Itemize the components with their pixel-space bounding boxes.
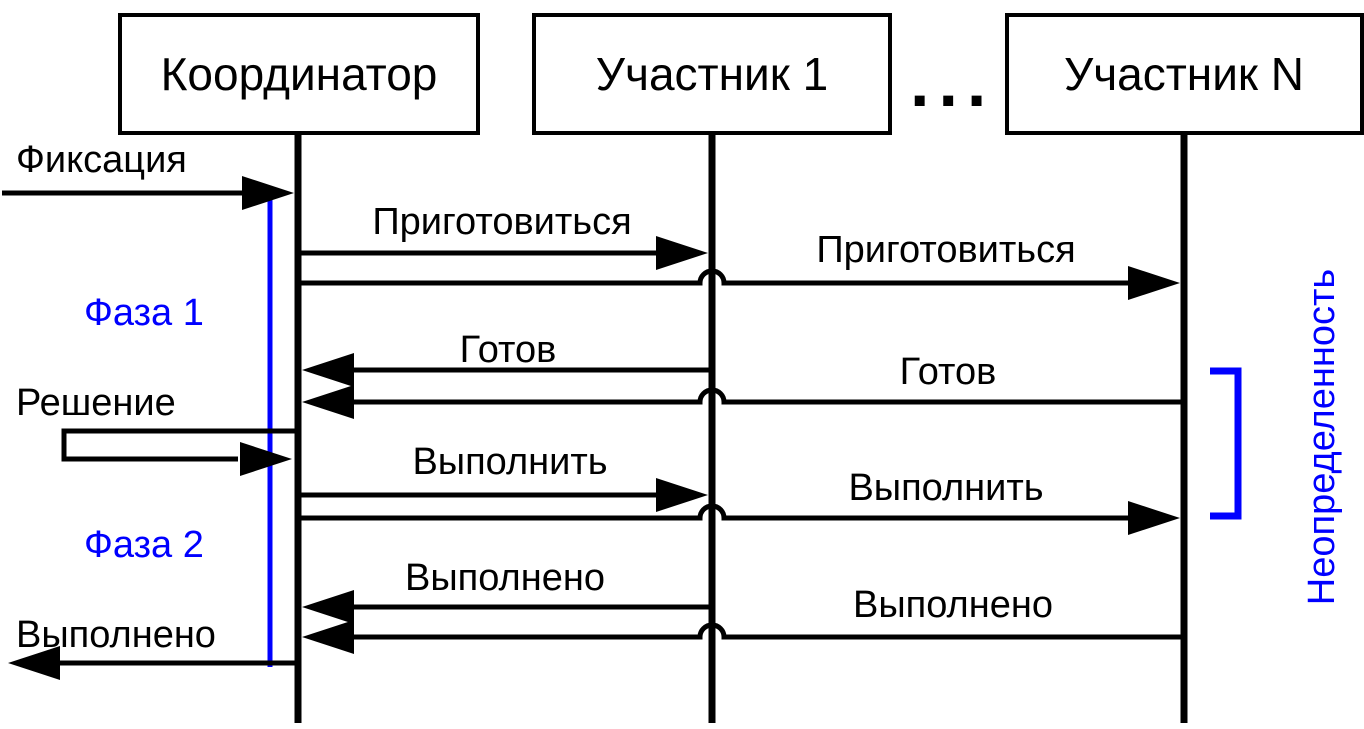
arrowhead-prepare-pn xyxy=(1128,266,1180,300)
uncertainty-bracket xyxy=(1210,367,1242,520)
label-fixation: Фиксация xyxy=(16,139,187,181)
actor-label-participant-1: Участник 1 xyxy=(596,48,828,100)
actor-box-participant-n xyxy=(1005,13,1364,135)
label-do-pn: Выполнить xyxy=(848,467,1043,509)
arrow-prepare-pn xyxy=(300,268,1134,286)
actor-label-coordinator: Координатор xyxy=(161,48,438,100)
label-prepare-p1: Приготовиться xyxy=(372,201,631,243)
label-ready-p1: Готов xyxy=(460,329,557,371)
arrowhead-prepare-p1 xyxy=(656,236,708,270)
label-ready-pn: Готов xyxy=(900,351,997,393)
arrowhead-done-out xyxy=(8,646,60,680)
arrowhead-ready-p1 xyxy=(302,353,354,387)
arrowhead-done-pn xyxy=(302,620,354,654)
arrow-done-pn xyxy=(352,622,1184,640)
label-done-p1: Выполнено xyxy=(405,557,605,599)
label-done-pn: Выполнено xyxy=(853,584,1053,626)
actor-label-participant-n: Участник N xyxy=(1064,48,1304,100)
arrowhead-decision-self xyxy=(240,442,292,476)
arrow-ready-pn xyxy=(352,387,1184,405)
arrowhead-fixation-in xyxy=(242,176,294,210)
label-decision: Решение xyxy=(16,382,176,424)
label-phase2: Фаза 2 xyxy=(84,524,204,566)
arrowhead-done-p1 xyxy=(302,590,354,624)
label-done-out: Выполнено xyxy=(16,614,216,656)
arrow-decision-self xyxy=(61,428,298,462)
ellipsis-more-participants: ... xyxy=(910,43,995,121)
arrowhead-do-p1 xyxy=(656,478,708,512)
label-uncertainty: Неопределенность xyxy=(1301,269,1343,605)
arrow-do-pn xyxy=(300,503,1134,521)
arrowhead-ready-pn xyxy=(302,385,354,419)
label-phase1: Фаза 1 xyxy=(84,292,204,334)
arrowhead-do-pn xyxy=(1128,501,1180,535)
actor-box-participant-1 xyxy=(532,13,892,135)
actor-box-coordinator xyxy=(118,13,480,135)
label-prepare-pn: Приготовиться xyxy=(816,229,1075,271)
label-do-p1: Выполнить xyxy=(412,441,607,483)
